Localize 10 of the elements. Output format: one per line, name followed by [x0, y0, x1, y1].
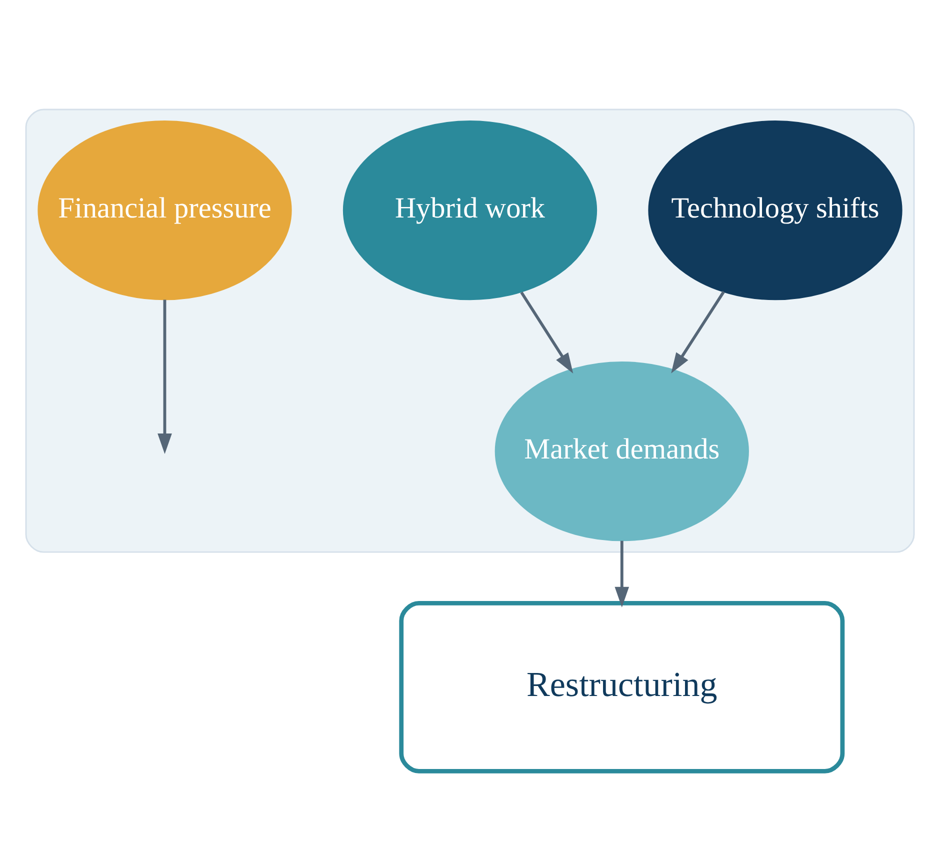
node-ellipse: Market demands [494, 360, 749, 541]
arrow [671, 290, 725, 373]
node-ellipse: Hybrid work [342, 120, 598, 300]
arrow [158, 299, 172, 454]
node-ellipse: Technology shifts [648, 120, 902, 300]
node-ellipse: Financial pressure [38, 120, 292, 300]
arrow [520, 291, 574, 373]
arrow [614, 540, 630, 607]
cluster [25, 108, 915, 552]
node-box: Restructuring [399, 600, 845, 773]
